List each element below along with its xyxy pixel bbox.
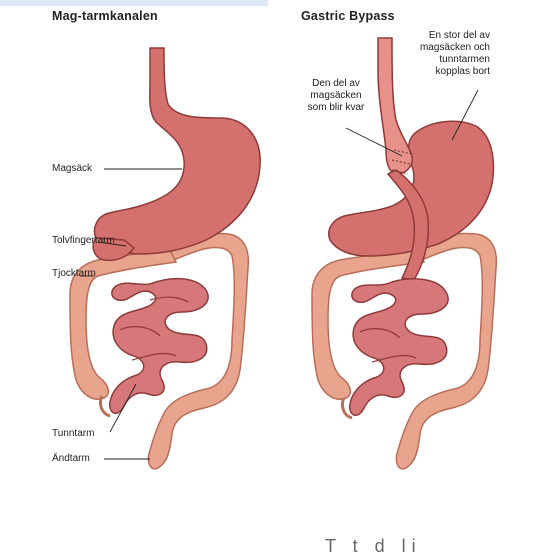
annotation-bypassed-line-1: En stor del av xyxy=(428,30,490,41)
left-leader-lines xyxy=(80,168,182,460)
right-intestine-folds xyxy=(359,328,417,363)
right-small-intestine xyxy=(349,278,449,416)
right-esophagus xyxy=(377,37,414,175)
left-colon-descending xyxy=(69,249,178,400)
right-anatomy xyxy=(311,37,498,470)
right-appendix xyxy=(340,397,353,420)
right-panel-title: Gastric Bypass xyxy=(301,9,395,23)
left-panel-title: Mag-tarmkanalen xyxy=(52,9,158,23)
right-colon-descending xyxy=(311,249,426,400)
left-anatomy xyxy=(69,47,261,470)
label-small-intestine: Tunntarm xyxy=(52,428,95,439)
right-roux-limb xyxy=(386,169,430,281)
top-highlight-bar xyxy=(0,0,268,6)
annotation-kept-line-3: som blir kvar xyxy=(307,102,365,113)
label-stomach: Magsäck xyxy=(52,163,93,174)
right-colon xyxy=(395,232,498,470)
bypassed-leader xyxy=(451,89,479,141)
annotation-kept-line-1: Den del av xyxy=(312,78,360,89)
right-leader-lines xyxy=(345,89,479,157)
annotation-bypassed-line-4: kopplas bort xyxy=(435,66,490,77)
left-colon xyxy=(147,232,250,470)
kept-pouch-leader xyxy=(345,127,403,157)
footer-partial-text: T t d li xyxy=(325,536,422,556)
annotation-bypassed-line-2: magsäcken och xyxy=(419,42,490,53)
label-colon: Tjocktarm xyxy=(52,268,96,279)
annotation-bypassed: En stor del av magsäcken och tunntarmen … xyxy=(396,30,490,78)
label-duodenum: Tolvfingertarm xyxy=(52,235,115,246)
label-rectum: Ändtarm xyxy=(52,453,90,464)
left-small-intestine xyxy=(109,277,209,414)
annotation-kept-pouch: Den del av magsäcken som blir kvar xyxy=(296,78,376,114)
annotation-bypassed-line-3: tunntarmen xyxy=(439,54,490,65)
right-staple-line xyxy=(391,149,413,175)
small-intestine-leader xyxy=(109,383,137,433)
left-appendix xyxy=(98,395,111,418)
annotation-kept-line-2: magsäcken xyxy=(310,90,362,101)
left-intestine-folds xyxy=(119,296,189,361)
duodenum-leader xyxy=(97,241,127,247)
left-duodenum xyxy=(92,237,136,262)
